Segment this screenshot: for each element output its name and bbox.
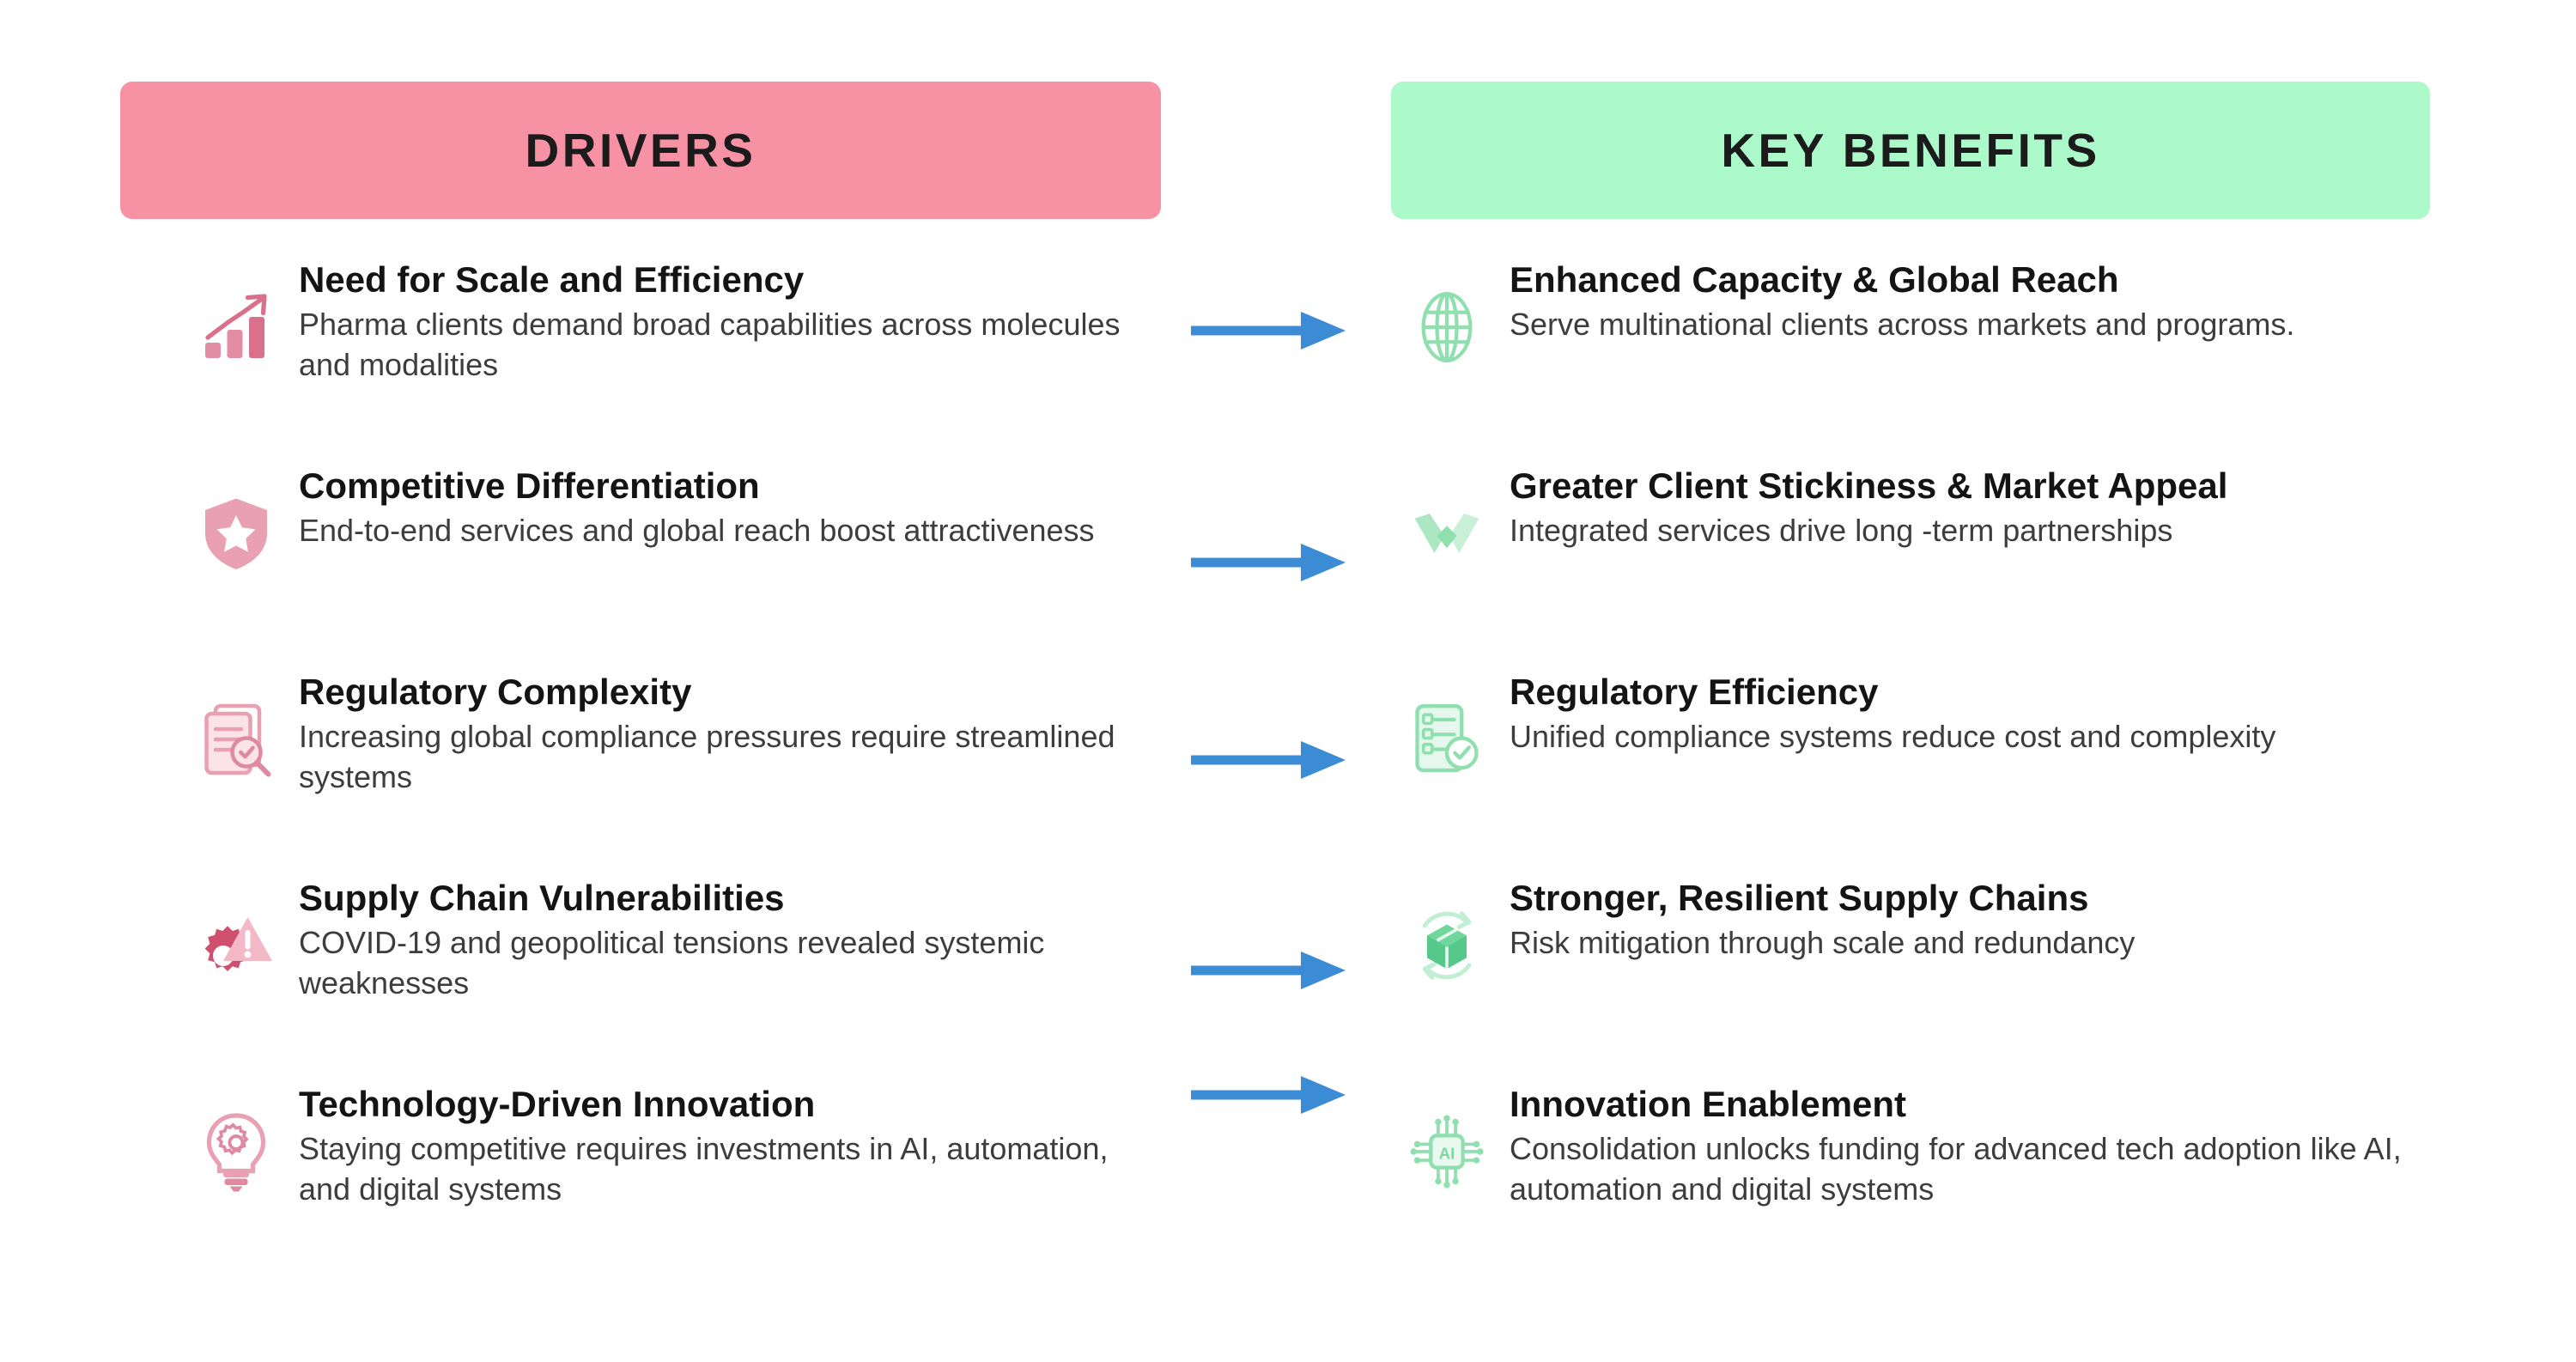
arrow-driver-5-to-benefit-5 bbox=[1188, 1069, 1351, 1121]
arrow-driver-1-to-benefit-1 bbox=[1188, 305, 1351, 356]
drivers-header-bar: DRIVERS bbox=[120, 82, 1161, 219]
driver-description: COVID-19 and geopolitical tensions revea… bbox=[299, 925, 1045, 1000]
benefit-title: Innovation Enablement bbox=[1510, 1084, 1907, 1124]
globe-icon bbox=[1391, 258, 1503, 378]
driver-row: Supply Chain Vulnerabilities COVID-19 an… bbox=[180, 876, 1159, 1082]
driver-title: Supply Chain Vulnerabilities bbox=[299, 878, 785, 918]
benefit-title: Enhanced Capacity & Global Reach bbox=[1510, 259, 2119, 300]
ai-chip-icon: AI bbox=[1391, 1082, 1503, 1202]
arrow-driver-3-to-benefit-3 bbox=[1188, 734, 1351, 786]
driver-title: Technology-Driven Innovation bbox=[299, 1084, 816, 1124]
drivers-header-label: DRIVERS bbox=[525, 124, 756, 177]
growth-bar-chart-icon bbox=[180, 258, 292, 378]
benefit-row: Regulatory Efficiency Unified compliance… bbox=[1391, 670, 2533, 876]
document-magnifier-icon bbox=[180, 670, 292, 790]
driver-title: Competitive Differentiation bbox=[299, 465, 760, 506]
shield-star-icon bbox=[180, 464, 292, 584]
driver-row: Competitive Differentiation End-to-end s… bbox=[180, 464, 1159, 670]
box-recycle-icon bbox=[1391, 876, 1503, 996]
checklist-clock-icon bbox=[1391, 670, 1503, 790]
benefit-description: Unified compliance systems reduce cost a… bbox=[1510, 719, 2276, 755]
benefit-row: Stronger, Resilient Supply Chains Risk m… bbox=[1391, 876, 2533, 1082]
driver-text: Supply Chain Vulnerabilities COVID-19 an… bbox=[292, 876, 1159, 1004]
driver-description: Pharma clients demand broad capabilities… bbox=[299, 307, 1121, 382]
benefits-column: Enhanced Capacity & Global Reach Serve m… bbox=[1391, 258, 2533, 1280]
benefits-header-label: KEY BENEFITS bbox=[1721, 124, 2100, 177]
benefit-text: Greater Client Stickiness & Market Appea… bbox=[1503, 464, 2227, 551]
driver-text: Competitive Differentiation End-to-end s… bbox=[292, 464, 1095, 551]
benefit-text: Stronger, Resilient Supply Chains Risk m… bbox=[1503, 876, 2135, 964]
driver-description: Increasing global compliance pressures r… bbox=[299, 719, 1115, 794]
benefit-description: Consolidation unlocks funding for advanc… bbox=[1510, 1131, 2402, 1207]
driver-row: Technology-Driven Innovation Staying com… bbox=[180, 1082, 1159, 1280]
driver-row: Need for Scale and Efficiency Pharma cli… bbox=[180, 258, 1159, 464]
lightbulb-gear-icon bbox=[180, 1082, 292, 1202]
benefit-title: Regulatory Efficiency bbox=[1510, 672, 1879, 712]
drivers-column: Need for Scale and Efficiency Pharma cli… bbox=[180, 258, 1159, 1280]
benefit-row: Enhanced Capacity & Global Reach Serve m… bbox=[1391, 258, 2533, 464]
driver-title: Need for Scale and Efficiency bbox=[299, 259, 805, 300]
benefits-header-bar: KEY BENEFITS bbox=[1391, 82, 2430, 219]
gear-warning-icon bbox=[180, 876, 292, 996]
driver-description: End-to-end services and global reach boo… bbox=[299, 513, 1095, 549]
benefit-description: Risk mitigation through scale and redund… bbox=[1510, 925, 2136, 961]
benefit-title: Stronger, Resilient Supply Chains bbox=[1510, 878, 2089, 918]
benefit-text: Regulatory Efficiency Unified compliance… bbox=[1503, 670, 2275, 757]
benefit-text: Enhanced Capacity & Global Reach Serve m… bbox=[1503, 258, 2294, 345]
driver-text: Need for Scale and Efficiency Pharma cli… bbox=[292, 258, 1159, 386]
svg-text:AI: AI bbox=[1439, 1145, 1455, 1163]
benefit-title: Greater Client Stickiness & Market Appea… bbox=[1510, 465, 2228, 506]
driver-description: Staying competitive requires investments… bbox=[299, 1131, 1109, 1207]
header-row: DRIVERS KEY BENEFITS bbox=[0, 82, 2576, 219]
benefit-row: AI Innovation Enablem bbox=[1391, 1082, 2533, 1280]
benefit-description: Serve multinational clients across marke… bbox=[1510, 307, 2295, 343]
benefit-row: Greater Client Stickiness & Market Appea… bbox=[1391, 464, 2533, 670]
handshake-icon bbox=[1391, 464, 1503, 584]
benefit-description: Integrated services drive long -term par… bbox=[1510, 513, 2173, 549]
driver-row: Regulatory Complexity Increasing global … bbox=[180, 670, 1159, 876]
benefit-text: Innovation Enablement Consolidation unlo… bbox=[1503, 1082, 2523, 1210]
driver-title: Regulatory Complexity bbox=[299, 672, 692, 712]
driver-text: Technology-Driven Innovation Staying com… bbox=[292, 1082, 1159, 1210]
driver-text: Regulatory Complexity Increasing global … bbox=[292, 670, 1159, 798]
arrow-driver-2-to-benefit-2 bbox=[1188, 537, 1351, 588]
arrow-driver-4-to-benefit-4 bbox=[1188, 945, 1351, 996]
